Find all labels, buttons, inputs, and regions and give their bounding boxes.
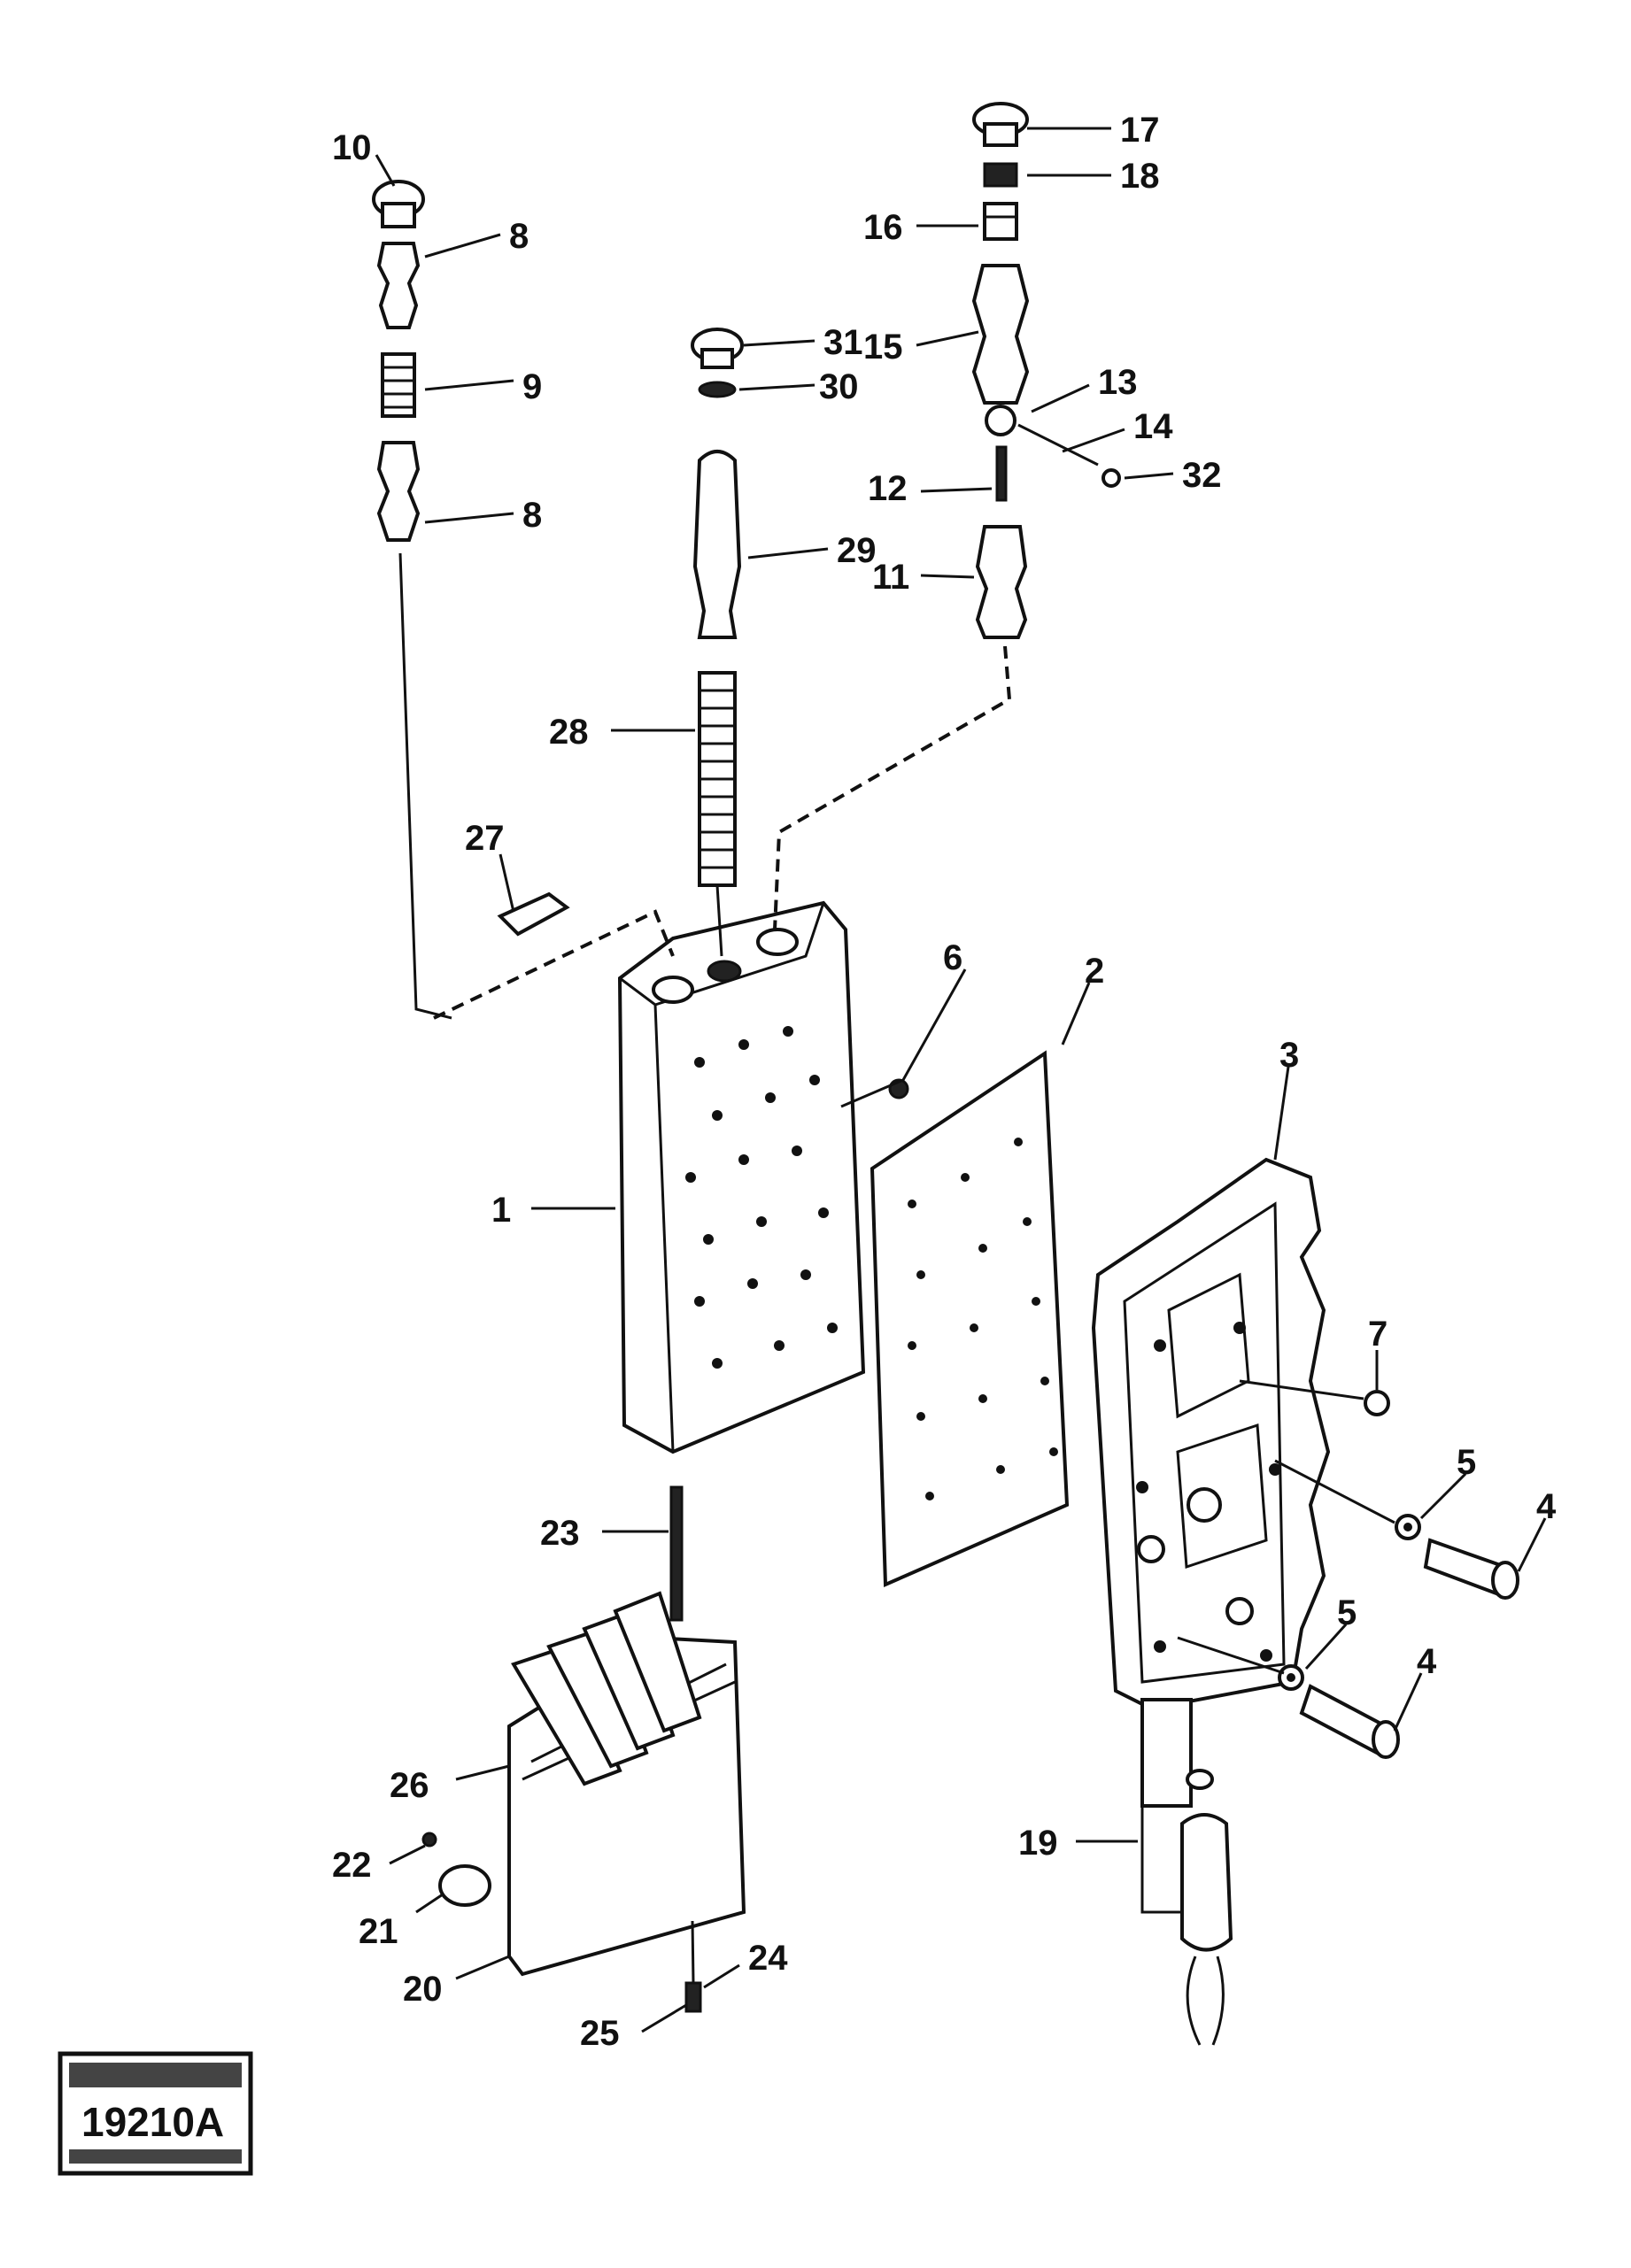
leader-lines — [375, 127, 1547, 2033]
callout-27: 27 — [465, 819, 505, 858]
callout-5-lower: 5 — [1337, 1593, 1357, 1632]
callout-24: 24 — [748, 1939, 788, 1978]
cap-part-31 — [691, 328, 744, 369]
callout-20: 20 — [403, 1970, 443, 2009]
ball-part-32 — [1102, 468, 1121, 488]
callout-32: 32 — [1182, 456, 1222, 495]
separator-plate-holes — [908, 1138, 1058, 1500]
callout-8-lower: 8 — [522, 496, 542, 535]
callout-25: 25 — [580, 2014, 620, 2053]
callout-15: 15 — [863, 328, 903, 366]
cap-part-10 — [372, 180, 425, 228]
spool-upper-part-8 — [376, 242, 421, 329]
pin-part-14 — [1017, 423, 1099, 467]
screw-part-25 — [684, 1981, 702, 2013]
callout-7: 7 — [1368, 1315, 1388, 1354]
callout-26: 26 — [390, 1766, 429, 1805]
callout-23: 23 — [540, 1514, 580, 1553]
callout-19: 19 — [1018, 1824, 1058, 1863]
callout-21: 21 — [359, 1912, 398, 1951]
bolt-lower-part-4 — [1299, 1684, 1400, 1759]
spool-stack-middle — [691, 328, 744, 887]
callout-9: 9 — [522, 367, 542, 406]
screw-part-22 — [421, 1832, 437, 1848]
spring-part-12 — [995, 445, 1008, 502]
washer-lower-part-5 — [1278, 1664, 1304, 1691]
callout-14: 14 — [1133, 407, 1173, 446]
washer-part-30 — [698, 381, 737, 398]
bolt-upper-part-4 — [1423, 1538, 1519, 1600]
plug-part-21 — [438, 1864, 491, 1907]
plunger-part-29 — [692, 450, 742, 639]
ring-part-18 — [983, 162, 1018, 188]
callout-labels: 10 8 9 8 31 30 29 28 27 17 18 16 15 13 1… — [332, 111, 1557, 2053]
callout-1: 1 — [491, 1191, 511, 1230]
cover-part-3 — [1091, 1157, 1331, 1711]
callout-8-upper: 8 — [509, 217, 529, 256]
callout-10: 10 — [332, 128, 372, 167]
callout-30: 30 — [819, 367, 859, 406]
callout-12: 12 — [868, 469, 908, 508]
callout-28: 28 — [549, 713, 589, 752]
spool-stack-left — [372, 180, 425, 542]
sensor-part-19 — [1140, 1698, 1233, 2046]
stamp-code: 19210A — [81, 2099, 224, 2145]
callout-16: 16 — [863, 208, 903, 247]
spool-lower-part-8 — [376, 441, 421, 542]
valve-body-part-1 — [617, 900, 866, 1454]
ball-part-13 — [985, 405, 1016, 436]
spring-part-9 — [381, 352, 416, 418]
callout-3: 3 — [1279, 1036, 1299, 1075]
spring-part-28 — [698, 671, 737, 887]
callout-4-lower: 4 — [1417, 1642, 1437, 1681]
spool-part-15 — [971, 264, 1030, 405]
callout-5-upper: 5 — [1457, 1443, 1476, 1482]
sleeve-part-16 — [983, 202, 1018, 241]
spool-stack-right — [971, 102, 1121, 639]
spool-part-11 — [975, 525, 1028, 639]
callout-11: 11 — [872, 558, 909, 597]
callout-29: 29 — [837, 531, 877, 570]
callout-18: 18 — [1120, 157, 1160, 196]
cap-part-17 — [972, 102, 1029, 147]
connector-pins-part-26 — [511, 1591, 702, 1786]
screw-part-7 — [1364, 1390, 1390, 1416]
callout-22: 22 — [332, 1846, 372, 1885]
callout-2: 2 — [1085, 952, 1104, 991]
callout-4-upper: 4 — [1536, 1487, 1557, 1526]
washer-upper-part-5 — [1395, 1514, 1421, 1540]
callout-17: 17 — [1120, 111, 1160, 150]
callout-6: 6 — [943, 938, 962, 977]
valve-body-holes — [685, 1026, 838, 1369]
pin-part-23 — [669, 1485, 684, 1622]
callout-31: 31 — [823, 323, 863, 362]
bracket-part-27 — [497, 891, 570, 937]
separator-plate-part-2 — [870, 1050, 1070, 1588]
callout-13: 13 — [1098, 363, 1138, 402]
reference-stamp: 19210A — [58, 2051, 253, 2176]
